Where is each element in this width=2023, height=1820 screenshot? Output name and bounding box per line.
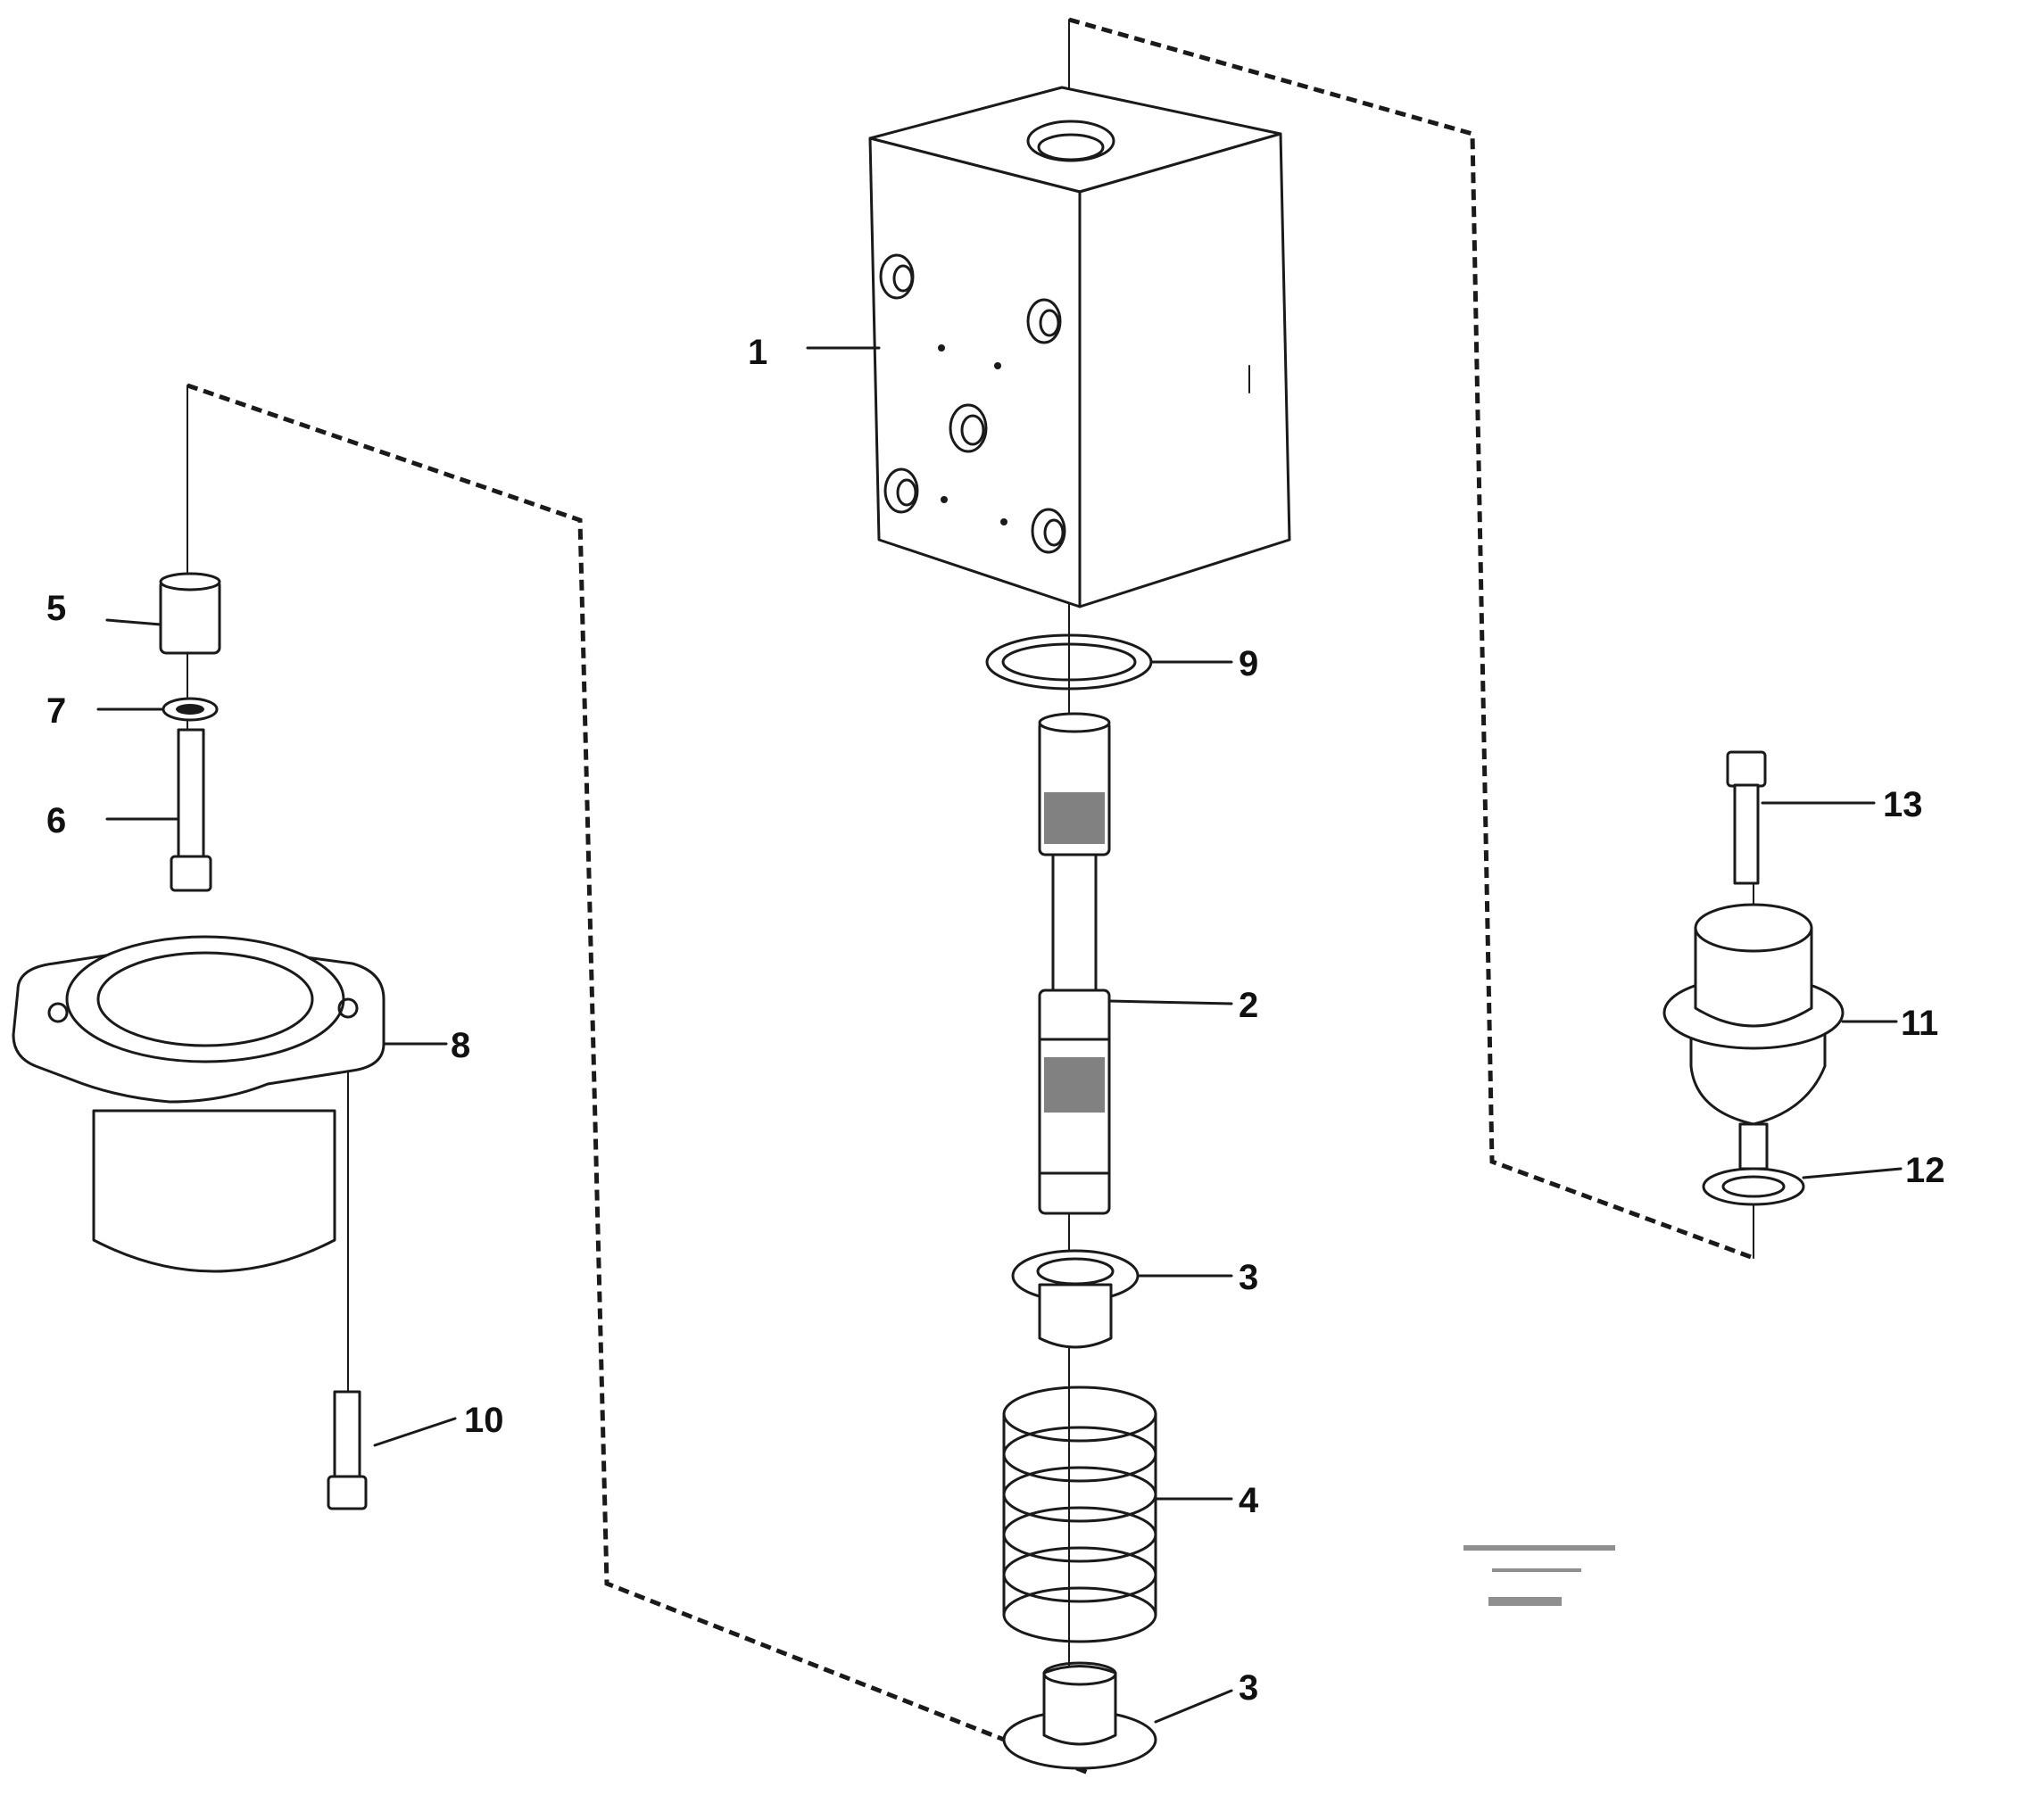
callout-labels: 1 9 2 3 4 3 5 7 6 8 10 13 11 12 — [46, 333, 1945, 1708]
callout-2: 2 — [1239, 986, 1258, 1025]
spring-seat-3-upper — [1011, 1249, 1140, 1349]
callout-6: 6 — [46, 801, 66, 840]
callout-9: 9 — [1239, 644, 1258, 683]
leader-lines — [96, 346, 1903, 1724]
callout-5: 5 — [46, 589, 66, 628]
callout-12: 12 — [1905, 1151, 1945, 1190]
callout-3-upper: 3 — [1239, 1258, 1258, 1297]
spring-4 — [1002, 1386, 1157, 1643]
callout-7: 7 — [46, 691, 66, 731]
reference-block — [1463, 1545, 1615, 1606]
callout-3-lower: 3 — [1239, 1668, 1258, 1708]
callout-8: 8 — [451, 1026, 470, 1065]
screw-6 — [170, 728, 212, 892]
dashed-line-left — [187, 383, 1091, 1776]
plug-5 — [159, 572, 221, 655]
callout-4: 4 — [1239, 1481, 1259, 1520]
plug-11 — [1662, 903, 1845, 1171]
seal-12 — [1702, 1167, 1805, 1206]
dashed-line-right — [1068, 17, 1754, 1261]
washer-7 — [162, 697, 219, 722]
callout-10: 10 — [464, 1401, 504, 1440]
callout-13: 13 — [1883, 785, 1923, 824]
bolt-10 — [327, 1390, 368, 1510]
flange-housing-8 — [12, 935, 386, 1273]
spring-seat-3-lower — [1002, 1661, 1157, 1770]
assembly-dashed-lines — [187, 17, 1754, 1776]
valve-block — [868, 86, 1291, 608]
spool-2 — [1038, 712, 1111, 1215]
screw-13 — [1726, 750, 1767, 885]
callout-11: 11 — [1901, 1004, 1938, 1043]
callout-1: 1 — [748, 333, 767, 372]
